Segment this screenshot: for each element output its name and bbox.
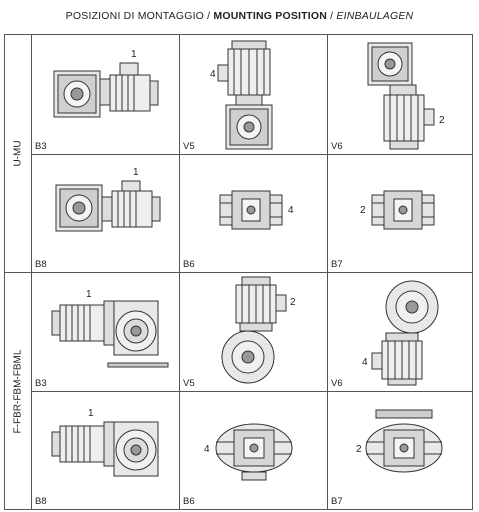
gearmotor-drawing: 4 bbox=[210, 40, 273, 150]
title-english: MOUNTING POSITION bbox=[213, 10, 328, 22]
mounting-code: V5 bbox=[183, 141, 195, 152]
gearmotor-drawing: 4 bbox=[362, 280, 439, 386]
cell-u-mu-v6: 2 V6 bbox=[328, 35, 472, 154]
gearmotor-drawing: 1 bbox=[51, 289, 169, 368]
gearmotor-drawing: 4 bbox=[219, 190, 294, 230]
gearmotor-drawing: 2 bbox=[356, 409, 443, 473]
position-number: 2 bbox=[290, 297, 296, 308]
title-italian: POSIZIONI DI MONTAGGIO / bbox=[65, 10, 214, 22]
title-separator: / bbox=[327, 10, 337, 22]
position-number: 2 bbox=[439, 115, 445, 126]
mounting-code: B8 bbox=[35, 496, 47, 507]
position-number: 4 bbox=[204, 444, 210, 455]
cell-f-fbr-b6: 4 B6 bbox=[180, 392, 327, 509]
gearmotor-drawing: 4 bbox=[204, 423, 293, 481]
group-label-u-mu: U-MU bbox=[12, 140, 24, 167]
mounting-code: B6 bbox=[183, 259, 195, 270]
cell-u-mu-b8: 1 B8 bbox=[32, 155, 179, 272]
position-number: 4 bbox=[288, 205, 294, 216]
grid-line bbox=[5, 272, 472, 273]
mounting-code: B3 bbox=[35, 141, 47, 152]
mounting-code: B7 bbox=[331, 496, 343, 507]
cell-f-fbr-b3: 1 B3 bbox=[32, 273, 179, 391]
gearmotor-drawing: 2 bbox=[221, 276, 296, 384]
mounting-code: V6 bbox=[331, 141, 343, 152]
gearmotor-drawing: 2 bbox=[360, 190, 435, 230]
gearmotor-drawing: 1 bbox=[53, 49, 159, 118]
mounting-position-table: U-MU F-FBR-FBM-FBML 1 B3 bbox=[4, 34, 473, 510]
cell-u-mu-v5: 4 V5 bbox=[180, 35, 327, 154]
cell-f-fbr-b7: 2 B7 bbox=[328, 392, 472, 509]
cell-f-fbr-b8: 1 B8 bbox=[32, 392, 179, 509]
gearmotor-drawing: 2 bbox=[367, 42, 445, 150]
gearmotor-drawing: 1 bbox=[51, 408, 159, 477]
position-number: 2 bbox=[356, 444, 362, 455]
title-german: EINBAULAGEN bbox=[336, 10, 414, 22]
mounting-code: B3 bbox=[35, 378, 47, 389]
mounting-code: B7 bbox=[331, 259, 343, 270]
position-number: 1 bbox=[131, 49, 137, 60]
mounting-code: V6 bbox=[331, 378, 343, 389]
cell-f-fbr-v6: 4 V6 bbox=[328, 273, 472, 391]
grid-line bbox=[31, 391, 472, 392]
position-number: 4 bbox=[362, 357, 368, 368]
group-label-f-fbr: F-FBR-FBM-FBML bbox=[12, 349, 24, 433]
grid-line bbox=[31, 154, 472, 155]
cell-u-mu-b7: 2 B7 bbox=[328, 155, 472, 272]
position-number: 4 bbox=[210, 69, 216, 80]
mounting-code: V5 bbox=[183, 378, 195, 389]
position-number: 1 bbox=[133, 167, 139, 178]
page-title: POSIZIONI DI MONTAGGIO / MOUNTING POSITI… bbox=[0, 10, 479, 22]
cell-u-mu-b6: 4 B6 bbox=[180, 155, 327, 272]
mounting-code: B8 bbox=[35, 259, 47, 270]
cell-f-fbr-v5: 2 V5 bbox=[180, 273, 327, 391]
position-number: 1 bbox=[86, 289, 92, 300]
cell-u-mu-b3: 1 B3 bbox=[32, 35, 179, 154]
mounting-code: B6 bbox=[183, 496, 195, 507]
position-number: 2 bbox=[360, 205, 366, 216]
position-number: 1 bbox=[88, 408, 94, 419]
gearmotor-drawing: 1 bbox=[55, 167, 161, 232]
